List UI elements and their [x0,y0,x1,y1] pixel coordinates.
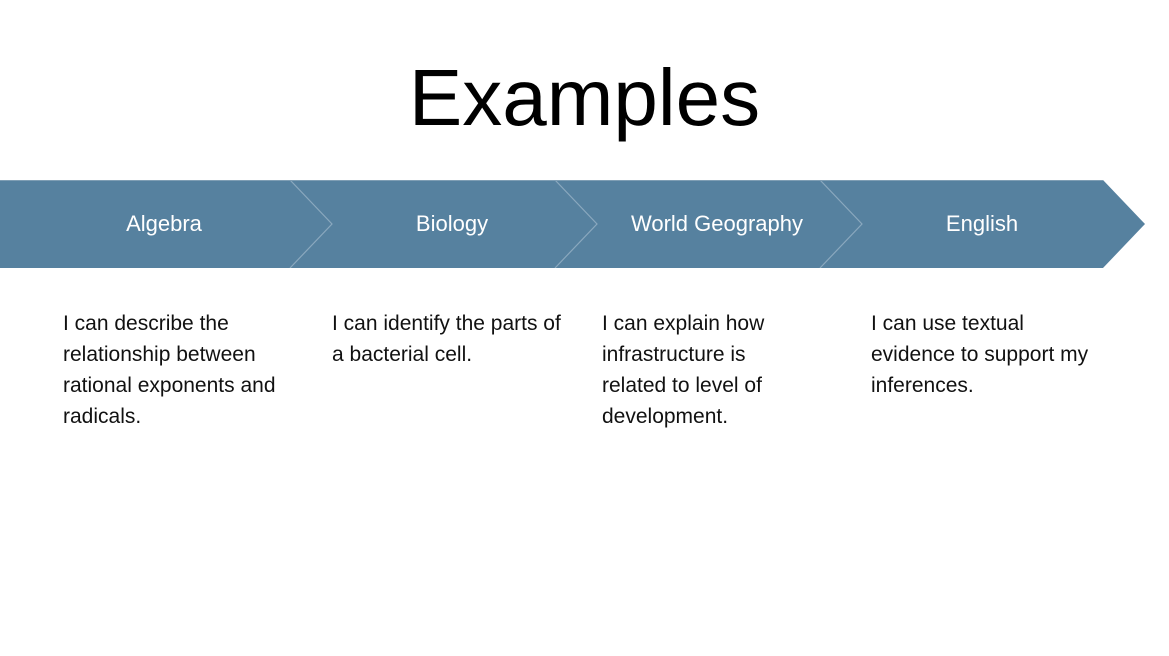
chevron-shape-english [820,180,1145,268]
chevron-label-world-geography: World Geography [630,211,803,236]
description-english: I can use textual evidence to support my… [871,312,1089,397]
chevron-label-english: English [945,211,1019,236]
description-biology: I can identify the parts of a bacterial … [332,312,561,366]
chevron-divider-1 [289,180,333,268]
chevron-shape-algebra [0,180,332,268]
chevron-divider-3 [819,180,863,268]
chevron-shape-biology [290,180,597,268]
slide-title: Examples [408,53,761,142]
chevron-process-band [0,180,1145,268]
chevron-shape-world-geography [555,180,862,268]
chevron-label-algebra: Algebra [126,211,202,236]
chevron-divider-2 [554,180,598,268]
description-algebra: I can describe the relationship between … [63,312,276,428]
description-world-geography: I can explain how infrastructure is rela… [602,312,765,428]
chevron-label-biology: Biology [415,211,489,236]
